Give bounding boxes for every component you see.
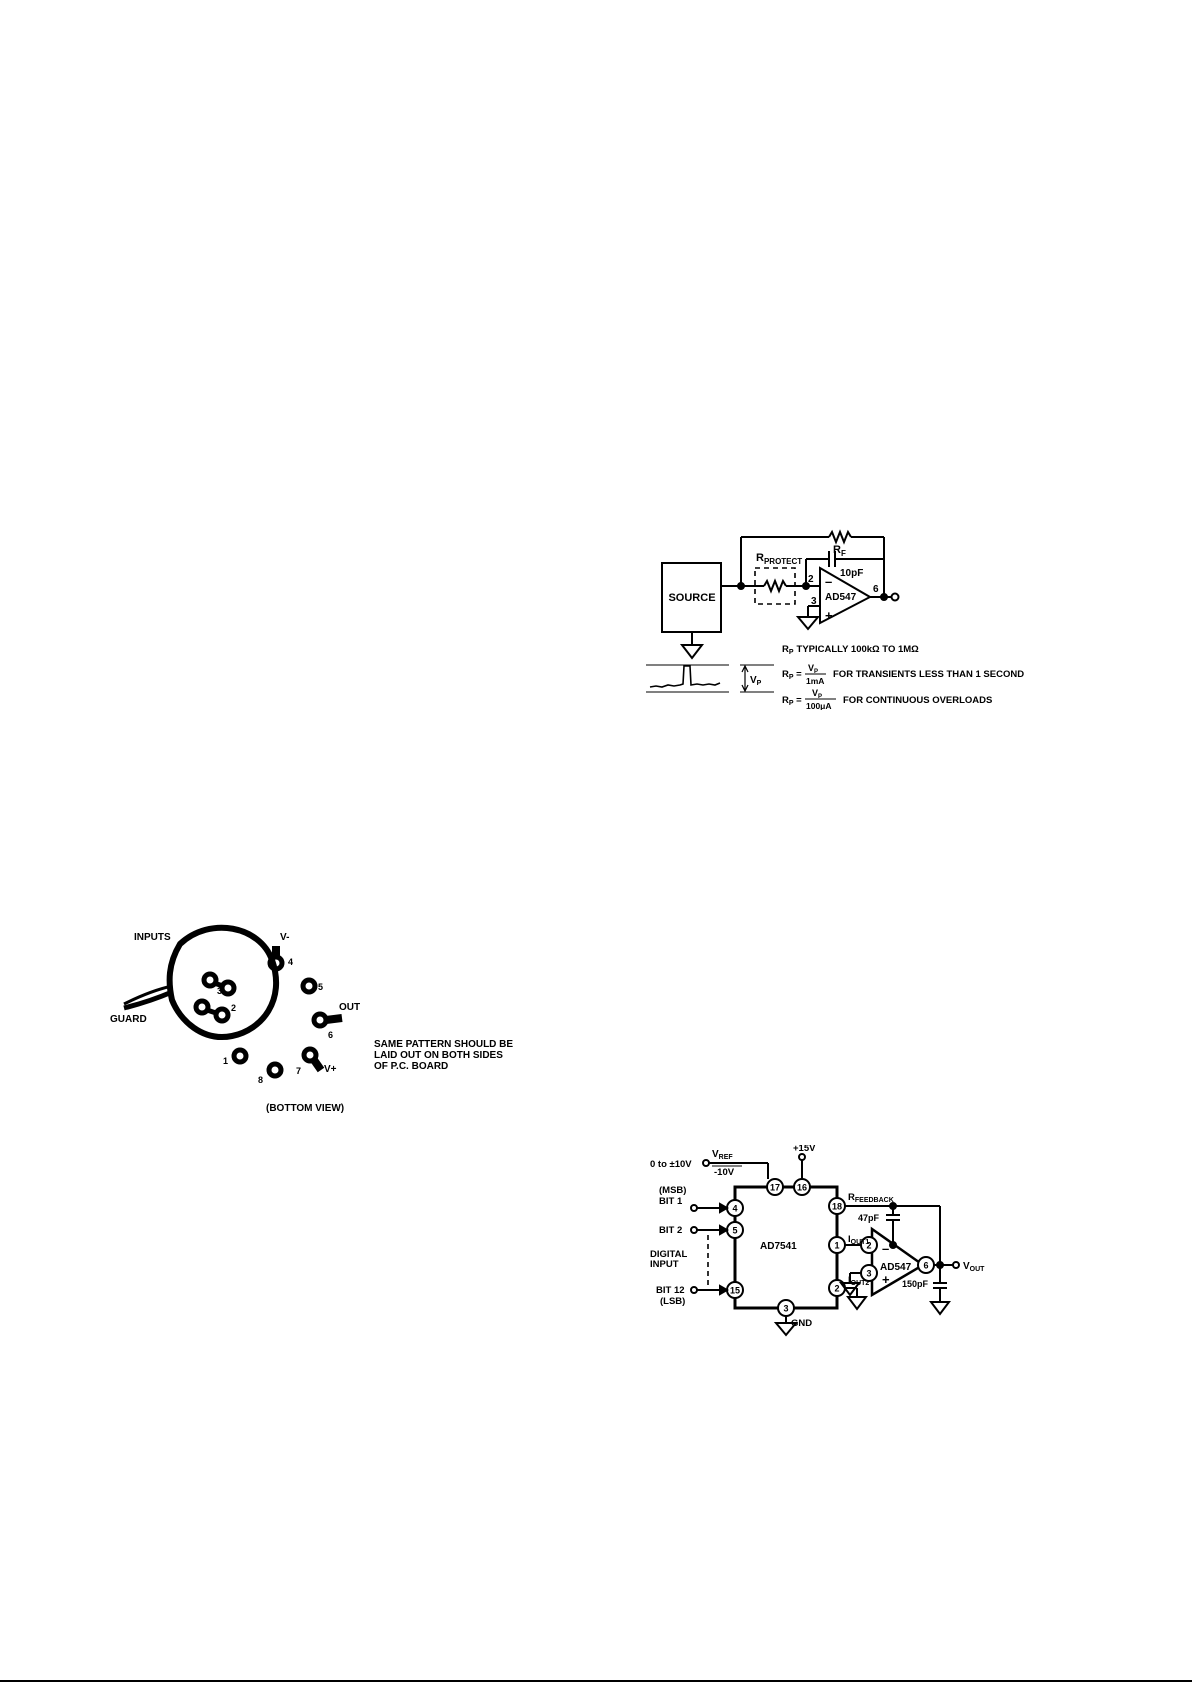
vref-label: VREF bbox=[712, 1149, 733, 1161]
eq2-denominator: 100μA bbox=[806, 701, 832, 710]
rfeedback-label: RFEEDBACK bbox=[848, 1192, 894, 1204]
digital-label: DIGITAL bbox=[650, 1249, 687, 1260]
vout-terminal bbox=[952, 1261, 960, 1269]
eq2-numerator: VP bbox=[812, 688, 822, 700]
pin-16-label: 16 bbox=[797, 1183, 807, 1193]
bit-1-label: BIT 1 bbox=[659, 1196, 683, 1207]
rf-label: RF bbox=[833, 544, 846, 558]
pin-7-pad bbox=[301, 1046, 319, 1064]
pin-8-pad bbox=[266, 1061, 284, 1079]
pin-5-label: 5 bbox=[318, 982, 323, 992]
plus-15v-label: +15V bbox=[793, 1145, 816, 1154]
eq2-text: FOR CONTINUOUS OVERLOADS bbox=[843, 695, 992, 706]
bit-2-label: BIT 2 bbox=[659, 1225, 682, 1236]
rprotect-label: RPROTECT bbox=[756, 552, 802, 566]
iout2-label: IOUT2 bbox=[848, 1275, 869, 1287]
opamp-pin-3-label: 3 bbox=[866, 1269, 871, 1279]
pin-4-label: 4 bbox=[288, 957, 293, 967]
guard-label: GUARD bbox=[110, 1014, 147, 1025]
opamp-triangle bbox=[819, 566, 873, 625]
bottom-view-label: (BOTTOM VIEW) bbox=[266, 1103, 344, 1114]
pin-1-label: 1 bbox=[834, 1241, 839, 1251]
cap-150pf-label: 150pF bbox=[902, 1279, 929, 1289]
ground-symbol bbox=[679, 644, 705, 660]
msb-label: (MSB) bbox=[659, 1185, 686, 1196]
pin-6-label: 6 bbox=[328, 1030, 333, 1040]
page-bottom-rule bbox=[0, 1680, 1192, 1682]
vref-range-label: 0 to ±10V bbox=[650, 1159, 692, 1170]
pin-6-pad bbox=[311, 1011, 329, 1029]
pin-2-label: 2 bbox=[834, 1284, 839, 1294]
opamp-pin-2-label: 2 bbox=[866, 1241, 871, 1251]
gnd-label: GND bbox=[791, 1318, 812, 1329]
gnd-symbol bbox=[773, 1322, 799, 1337]
guard-ring-layout-diagram: INPUTS GUARD V- 4 5 OUT 6 7 V+ 8 1 3 2 S… bbox=[110, 924, 513, 1114]
pin-2-label: 2 bbox=[808, 574, 814, 585]
inputs-label: INPUTS bbox=[134, 932, 171, 943]
cap-47pf-label: 47pF bbox=[858, 1213, 880, 1223]
dac-opamp-label: AD547 bbox=[880, 1262, 912, 1273]
guard-trace bbox=[123, 989, 173, 1011]
output-terminal bbox=[890, 592, 900, 602]
note-line-3: OF P.C. BOARD bbox=[374, 1061, 448, 1072]
eq1-numerator: VP bbox=[808, 663, 818, 675]
pin-4-label: 4 bbox=[732, 1204, 737, 1214]
pin-17-label: 17 bbox=[770, 1183, 780, 1193]
opamp-label: AD547 bbox=[825, 592, 857, 603]
neg-10v-label: -10V bbox=[714, 1167, 735, 1178]
pin-5-label: 5 bbox=[732, 1226, 737, 1236]
rf-resistor bbox=[828, 529, 852, 545]
eq1-denominator: 1mA bbox=[806, 676, 824, 686]
source-label: SOURCE bbox=[668, 592, 715, 604]
pin-15-label: 15 bbox=[730, 1286, 740, 1296]
pin-5-pad bbox=[300, 977, 318, 995]
pin-2-label: 2 bbox=[231, 1003, 236, 1013]
plus-sign: + bbox=[825, 608, 833, 623]
vp-label: VP bbox=[750, 675, 762, 687]
pin-7-label: 7 bbox=[296, 1066, 301, 1076]
out-label: OUT bbox=[339, 1002, 360, 1013]
eq1-text: FOR TRANSIENTS LESS THAN 1 SECOND bbox=[833, 669, 1024, 680]
pin-4-pad bbox=[267, 954, 285, 972]
eq1-lhs: RP = bbox=[782, 669, 802, 681]
minus-sign: – bbox=[825, 574, 832, 589]
pin-3-label: 3 bbox=[811, 596, 817, 607]
v-minus-label: V- bbox=[280, 932, 289, 943]
pin-1-label: 1 bbox=[223, 1056, 228, 1066]
lsb-label: (LSB) bbox=[660, 1296, 685, 1307]
pin-6-label: 6 bbox=[873, 584, 879, 595]
pin-3-label: 3 bbox=[783, 1304, 788, 1314]
eq2-lhs: RP = bbox=[782, 695, 802, 707]
opamp-pin-6-label: 6 bbox=[923, 1261, 928, 1271]
pin-1-pad bbox=[231, 1047, 249, 1065]
vref-terminal bbox=[702, 1159, 710, 1167]
transient-waveform bbox=[649, 665, 721, 688]
note-line-1: SAME PATTERN SHOULD BE bbox=[374, 1039, 513, 1050]
pin-8-label: 8 bbox=[258, 1075, 263, 1085]
protection-circuit-diagram: SOURCE RPROTECT RF 10pF 2 3 6 AD547 – + … bbox=[646, 529, 1024, 710]
bit-12-label: BIT 12 bbox=[656, 1285, 685, 1296]
dac-circuit-diagram: 17 16 4 5 15 18 1 2 3 2 3 6 0 to ±10V VR… bbox=[650, 1145, 985, 1337]
pin-18-label: 18 bbox=[832, 1202, 842, 1212]
dac-opamp-minus: – bbox=[882, 1241, 889, 1256]
vout-label: VOUT bbox=[963, 1261, 985, 1273]
v-plus-label: V+ bbox=[324, 1064, 337, 1075]
pin-3-label: 3 bbox=[217, 986, 222, 996]
note-line-2: LAID OUT ON BOTH SIDES bbox=[374, 1050, 503, 1061]
dac-chip-label: AD7541 bbox=[760, 1241, 797, 1252]
cap-10pf-label: 10pF bbox=[840, 568, 863, 579]
rprotect-resistor bbox=[763, 578, 787, 594]
iout1-label: IOUT1 bbox=[848, 1234, 869, 1246]
input-label: INPUT bbox=[650, 1259, 679, 1270]
dac-opamp-plus: + bbox=[882, 1272, 890, 1287]
dac-opamp-triangle bbox=[870, 1226, 926, 1298]
